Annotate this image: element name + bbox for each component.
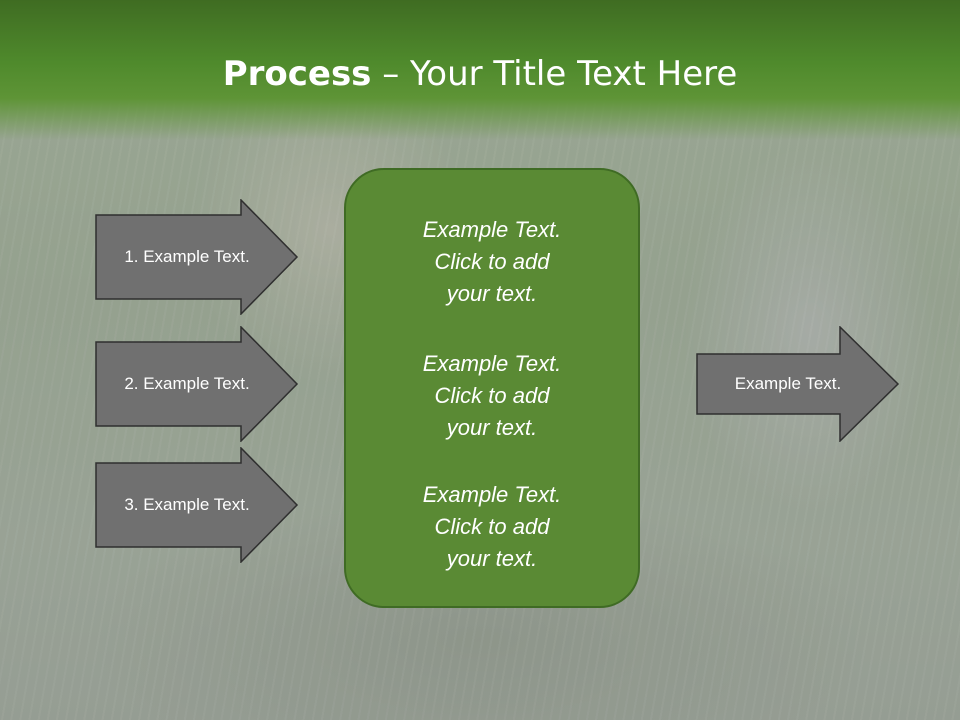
arrow-label: 3. Example Text.: [124, 495, 250, 514]
text-line: Click to add: [434, 514, 550, 539]
text-line: Example Text.: [422, 217, 562, 242]
arrow-shape: [95, 326, 299, 442]
arrow-label: 1. Example Text.: [124, 247, 250, 266]
process-arrow-1[interactable]: 1. Example Text.: [95, 199, 299, 315]
text-block-1: Example Text. Click to add your text.: [346, 214, 638, 310]
process-arrow-2[interactable]: 2. Example Text.: [95, 326, 299, 442]
arrow-label: Example Text.: [734, 374, 842, 393]
text-line: your text.: [446, 415, 538, 440]
text-block-3: Example Text. Click to add your text.: [346, 479, 638, 575]
slide-title[interactable]: Process – Your Title Text Here: [0, 54, 960, 94]
result-arrow[interactable]: Example Text.: [696, 326, 900, 442]
text-line: your text.: [446, 546, 538, 571]
process-arrow-3[interactable]: 3. Example Text.: [95, 447, 299, 563]
title-rest: – Your Title Text Here: [371, 54, 738, 94]
title-bar: [0, 0, 960, 140]
text-line: Click to add: [434, 383, 550, 408]
text-line: Click to add: [434, 249, 550, 274]
arrow-label: 2. Example Text.: [124, 374, 250, 393]
text-block-2: Example Text. Click to add your text.: [346, 348, 638, 444]
center-text-box[interactable]: Example Text. Click to add your text. Ex…: [344, 168, 640, 608]
arrow-shape: [95, 447, 299, 563]
arrow-shape: [95, 199, 299, 315]
text-line: Example Text.: [422, 351, 562, 376]
text-line: your text.: [446, 281, 538, 306]
text-line: Example Text.: [422, 482, 562, 507]
arrow-shape: [696, 326, 900, 442]
title-bold: Process: [222, 54, 372, 94]
